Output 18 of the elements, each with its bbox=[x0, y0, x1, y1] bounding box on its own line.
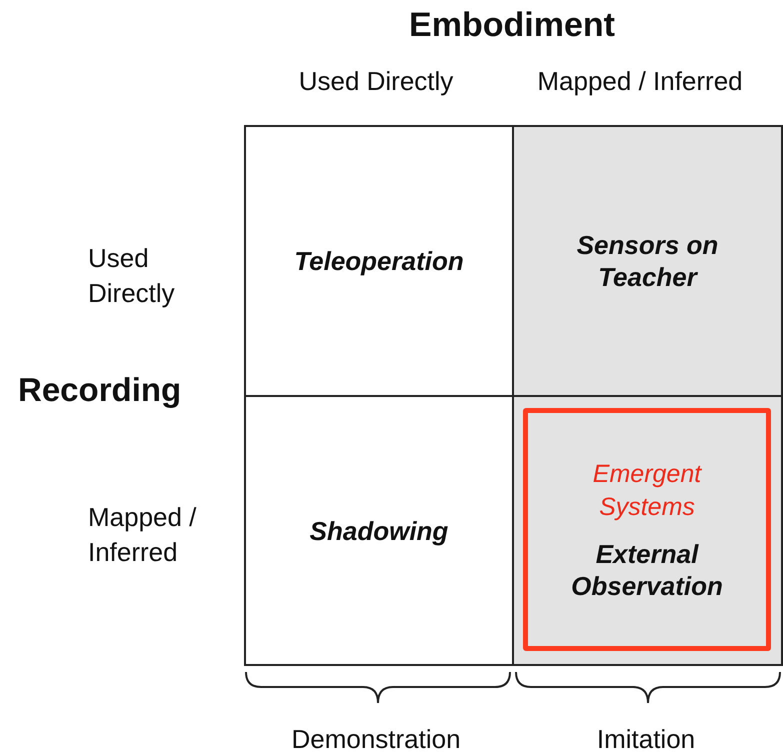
cell-label: Teleoperation bbox=[294, 245, 464, 277]
row-header: Mapped / Inferred bbox=[88, 501, 198, 569]
cell-label: Sensors on Teacher bbox=[576, 229, 720, 293]
column-header: Mapped / Inferred bbox=[537, 65, 743, 98]
axis-title: Recording bbox=[18, 372, 182, 407]
matrix-cell bbox=[512, 395, 783, 666]
cell-label: External Observation bbox=[570, 538, 724, 602]
axis-title: Embodiment bbox=[409, 8, 615, 43]
matrix-cell bbox=[244, 395, 514, 666]
matrix-cell bbox=[244, 125, 514, 397]
row-header: Used Directly bbox=[88, 242, 176, 310]
matrix-cell bbox=[512, 125, 783, 397]
cell-label: Shadowing bbox=[310, 514, 448, 546]
group-label: Imitation bbox=[596, 723, 696, 755]
group-label: Demonstration bbox=[291, 723, 461, 755]
highlight-frame bbox=[523, 408, 771, 651]
column-header: Used Directly bbox=[298, 65, 454, 98]
highlight-label: Emergent Systems bbox=[592, 458, 703, 522]
